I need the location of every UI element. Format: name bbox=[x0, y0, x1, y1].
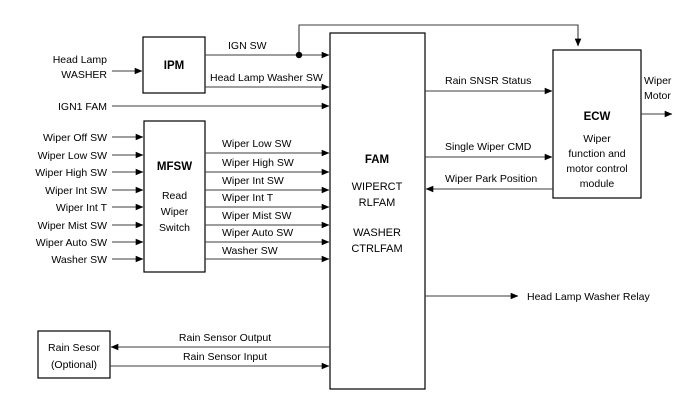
block-ecw-line-2: function and bbox=[568, 148, 625, 160]
input-label-wiper-int-t: Wiper Int T bbox=[56, 202, 108, 214]
block-mfsw-line-1: Read bbox=[162, 190, 187, 202]
signal-label-single-wiper-cmd: Single Wiper CMD bbox=[445, 141, 532, 153]
signal-label-head-lamp-washer-sw: Head Lamp Washer SW bbox=[210, 72, 323, 84]
signal-label-rain-sensor-input: Rain Sensor Input bbox=[183, 351, 267, 363]
block-ipm-title: IPM bbox=[164, 60, 184, 72]
signal-label-wiper-int-sw: Wiper Int SW bbox=[222, 175, 284, 187]
signal-label-wiper-auto-sw: Wiper Auto SW bbox=[222, 227, 293, 239]
input-label-wiper-auto-sw: Wiper Auto SW bbox=[36, 237, 107, 249]
input-label-wiper-mist-sw: Wiper Mist SW bbox=[38, 220, 108, 232]
input-label-wiper-low-sw: Wiper Low SW bbox=[38, 150, 108, 162]
signal-label-washer-sw: Washer SW bbox=[222, 245, 278, 257]
input-label-head-lamp-washer-line1: Head Lamp bbox=[53, 54, 107, 66]
signal-label-wiper-low-sw: Wiper Low SW bbox=[222, 138, 292, 150]
output-label-wiper-motor-line2: Motor bbox=[644, 90, 671, 102]
block-ecw-line-4: module bbox=[580, 178, 615, 190]
block-mfsw-title: MFSW bbox=[157, 161, 192, 173]
output-label-head-lamp-washer-relay: Head Lamp Washer Relay bbox=[527, 291, 650, 303]
block-mfsw[interactable] bbox=[143, 120, 206, 273]
block-ecw-line-1: Wiper bbox=[583, 133, 611, 145]
block-fam-line-4: CTRLFAM bbox=[351, 243, 402, 255]
input-label-wiper-high-sw: Wiper High SW bbox=[35, 167, 107, 179]
signal-label-wiper-int-t: Wiper Int T bbox=[222, 192, 274, 204]
block-fam-title: FAM bbox=[365, 154, 389, 166]
junction-dot-ign-sw bbox=[295, 51, 303, 59]
block-rain-sensor-title: Rain Sesor bbox=[48, 342, 100, 354]
signal-label-wiper-park-position: Wiper Park Position bbox=[445, 173, 537, 185]
input-label-head-lamp-washer-line2: WASHER bbox=[61, 69, 107, 81]
block-fam-line-1: WIPERCT bbox=[352, 181, 403, 193]
signal-label-wiper-high-sw: Wiper High SW bbox=[222, 157, 294, 169]
block-ecw-title: ECW bbox=[584, 111, 611, 123]
block-fam[interactable] bbox=[329, 32, 426, 390]
input-label-wiper-off-sw: Wiper Off SW bbox=[43, 132, 107, 144]
input-label-washer-sw: Washer SW bbox=[51, 254, 107, 266]
block-ipm[interactable] bbox=[142, 36, 206, 94]
block-fam-line-3: WASHER bbox=[353, 227, 401, 239]
input-label-ign1-fam: IGN1 FAM bbox=[58, 101, 107, 113]
signal-label-rain-snsr-status: Rain SNSR Status bbox=[445, 75, 531, 87]
input-label-wiper-int-sw: Wiper Int SW bbox=[45, 185, 107, 197]
block-rain-sensor[interactable] bbox=[37, 330, 111, 379]
block-ecw[interactable] bbox=[552, 49, 642, 199]
block-rain-sensor-subtitle: (Optional) bbox=[51, 359, 97, 371]
block-mfsw-line-3: Switch bbox=[159, 222, 190, 234]
signal-label-ign-sw: IGN SW bbox=[228, 40, 267, 52]
block-ecw-line-3: motor control bbox=[566, 163, 627, 175]
block-mfsw-line-2: Wiper bbox=[161, 206, 189, 218]
signal-label-rain-sensor-output: Rain Sensor Output bbox=[179, 332, 271, 344]
signal-label-wiper-mist-sw: Wiper Mist SW bbox=[222, 210, 292, 222]
block-fam-line-2: RLFAM bbox=[359, 197, 396, 209]
output-label-wiper-motor-line1: Wiper bbox=[644, 75, 672, 87]
wire-ign-sw-branch-to-ecw bbox=[298, 24, 582, 55]
